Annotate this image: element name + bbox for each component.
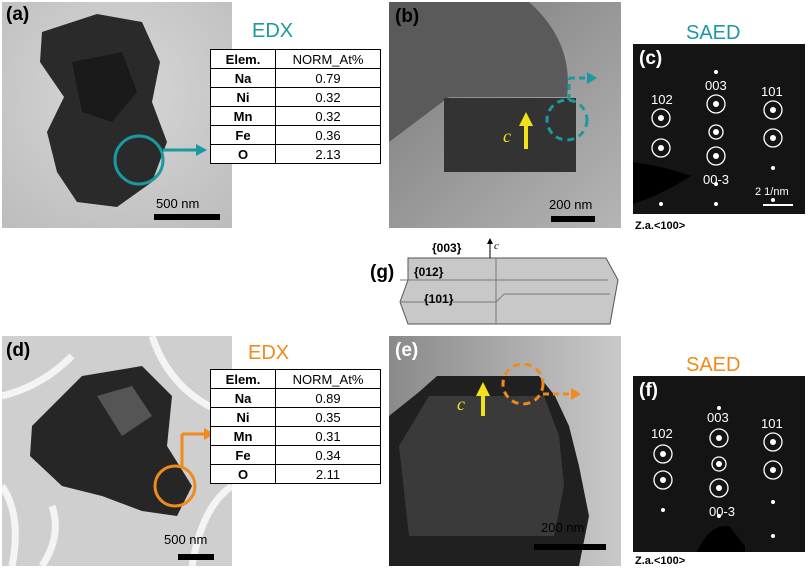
panel-c-spot-003: 003 [705, 78, 727, 93]
diffraction-f-image [633, 376, 805, 552]
facet-003-label: {003} [432, 241, 462, 255]
panel-f-spot-101: 101 [761, 416, 783, 431]
panel-c-saed-pattern: (c) 102 003 101 00-3 2 1/nm [633, 44, 805, 214]
panel-f-label: (f) [639, 380, 658, 401]
panel-c-scale: 2 1/nm [755, 186, 789, 198]
facet-101-label: {101} [424, 292, 454, 306]
crystal-morphology-diagram [399, 238, 619, 325]
panel-a-scale: 500 nm [156, 196, 200, 211]
panel-f-spot-102: 102 [651, 426, 673, 441]
panel-c-spot-102: 102 [651, 92, 673, 107]
table-top-header-elem: Elem. [210, 49, 276, 69]
panel-c-spot-101: 101 [761, 84, 783, 99]
panel-a-tem-image: (a) 500 nm [2, 2, 232, 228]
panel-c-zone-axis: Z.a.<100> [635, 220, 686, 232]
panel-f-zone-axis: Z.a.<100> [635, 555, 686, 567]
panel-a-label: (a) [6, 4, 30, 25]
particle-e-image [389, 336, 621, 566]
panel-f-spot-003: 003 [707, 410, 729, 425]
panel-c-title: SAED [686, 22, 741, 44]
panel-f-title: SAED [686, 354, 741, 376]
panel-f-spot-00-3: 00-3 [709, 504, 736, 519]
panel-d-scale: 500 nm [164, 532, 208, 547]
panel-c-spot-00-3: 00-3 [703, 172, 730, 187]
panel-g-label: (g) [370, 262, 395, 283]
table-bottom-header-norm: NORM_At% [275, 369, 381, 389]
panel-b-vector-label: c⃗ [503, 126, 525, 146]
panel-d-label: (d) [6, 340, 31, 361]
particle-b-image [389, 2, 621, 228]
panel-a-title: EDX [252, 20, 294, 42]
panel-d-title: EDX [248, 342, 290, 364]
particle-a-image [2, 2, 232, 228]
panel-e-scale: 200 nm [541, 520, 585, 535]
panel-d-tem-image: (d) 500 nm [2, 336, 232, 566]
panel-b-label: (b) [395, 6, 420, 27]
panel-b-scale: 200 nm [549, 197, 593, 212]
panel-c-label: (c) [639, 48, 663, 69]
panel-e-label: (e) [395, 340, 419, 361]
panel-g-axis-label: c⃗ [494, 240, 508, 252]
diffraction-c-image [633, 44, 805, 214]
facet-012-label: {012} [414, 265, 444, 279]
table-top-header-norm: NORM_At% [275, 49, 381, 69]
panel-f-saed-pattern: (f) 102 003 101 00-3 [633, 376, 805, 552]
panel-e-vector-label: c⃗ [457, 394, 479, 414]
panel-e-tem-image: (e) c⃗ 200 nm [389, 336, 621, 566]
table-bottom-header-elem: Elem. [210, 369, 276, 389]
panel-b-tem-image: (b) c⃗ 200 nm [389, 2, 621, 228]
